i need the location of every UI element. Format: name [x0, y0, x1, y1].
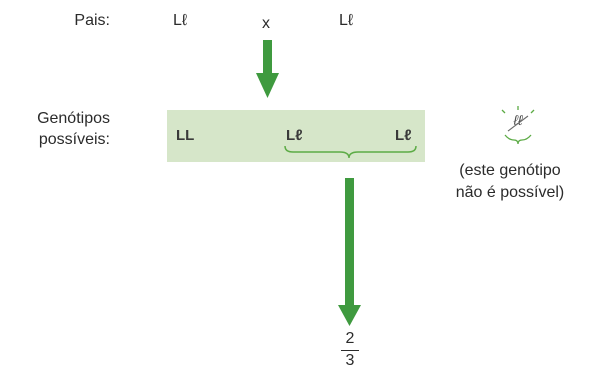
note-line2: não é possível) [455, 184, 565, 201]
fraction-bar [341, 350, 359, 351]
heterozygous-brace [284, 145, 417, 159]
note-line1: (este genótipo [459, 162, 561, 179]
genotype-heterozygous-1: Lℓ [286, 127, 303, 144]
excluded-genotype: ℓℓ [513, 112, 523, 128]
fraction-denominator: 3 [345, 352, 355, 369]
cross-arrow [256, 40, 279, 98]
result-arrow [338, 178, 361, 326]
genotype-ll-dominant: LL [176, 127, 195, 144]
genotypes-label-line1: Genótipos [37, 110, 110, 127]
fraction-numerator: 2 [345, 330, 355, 347]
genotype-heterozygous-2: Lℓ [395, 127, 412, 144]
genotypes-label-line2: possíveis: [38, 131, 110, 148]
strike-icon [507, 115, 529, 132]
parent-genotype-right: Lℓ [339, 12, 354, 29]
cross-symbol: x [262, 15, 270, 32]
result-fraction: 2 3 [337, 330, 363, 370]
exclusion-mark-icon [501, 106, 535, 145]
parents-label: Pais: [74, 12, 110, 29]
parent-genotype-left: Lℓ [173, 12, 188, 29]
genotype-band [167, 110, 425, 162]
